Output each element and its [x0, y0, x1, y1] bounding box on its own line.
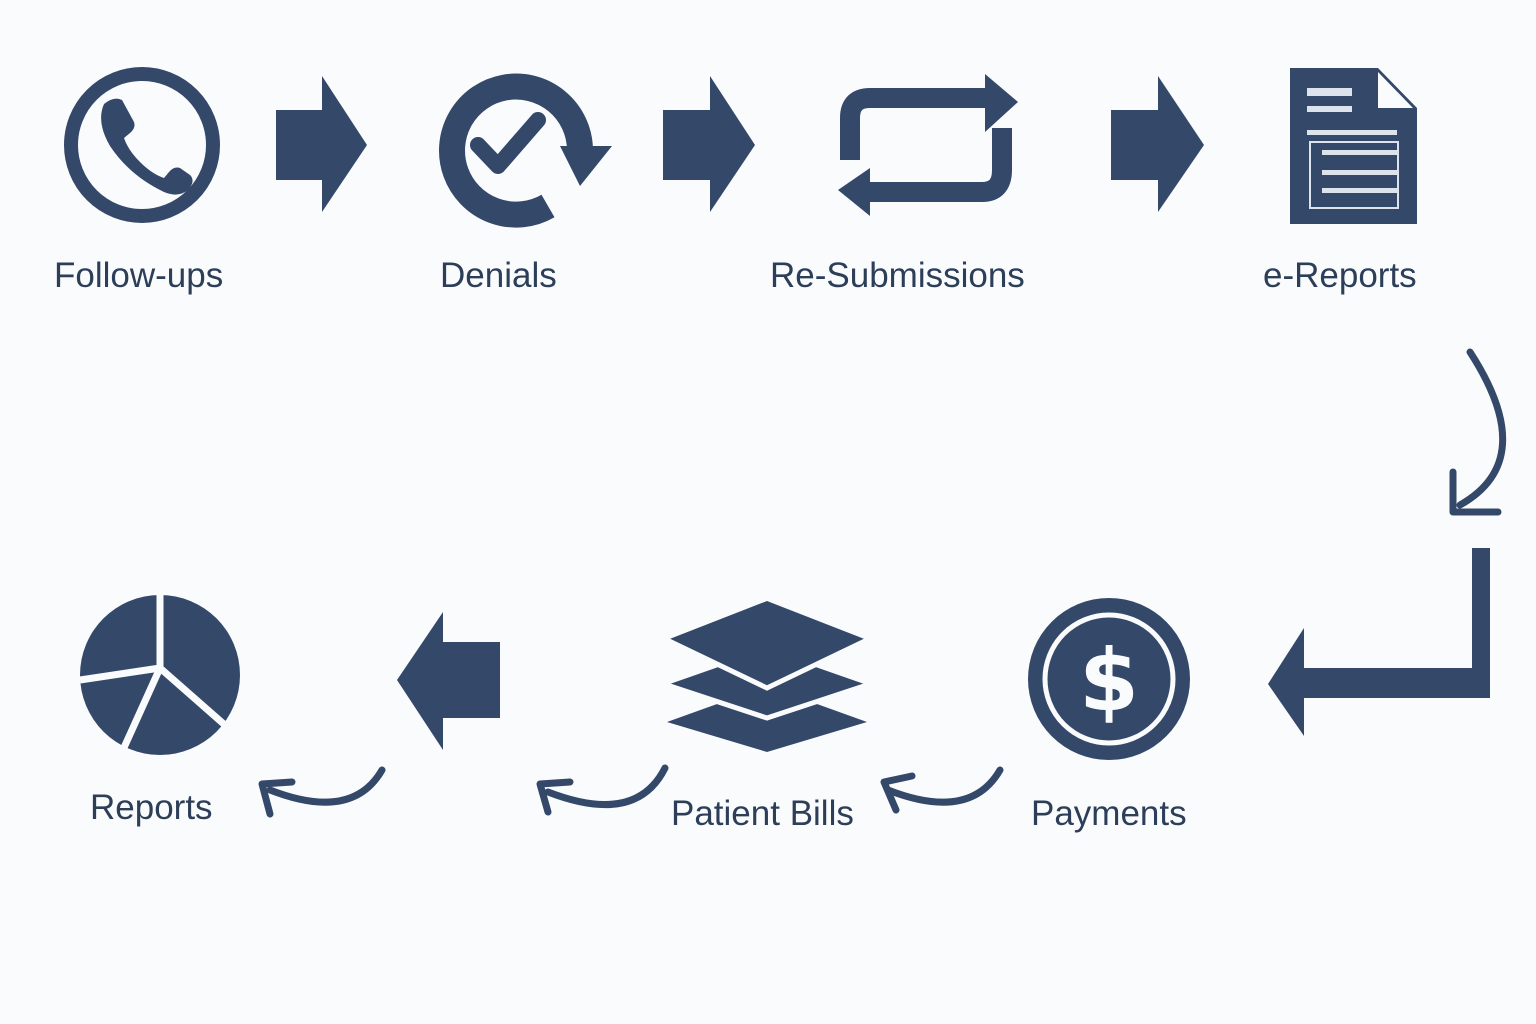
- repeat-icon: [838, 74, 1018, 216]
- return-arrow-icon: [1268, 548, 1490, 736]
- step-label-follow-ups: Follow-ups: [54, 256, 224, 295]
- step-label-payments: Payments: [1031, 794, 1187, 833]
- curved-left-arrow-icon: [880, 766, 1004, 814]
- curved-left-arrow-icon: [258, 766, 386, 818]
- layers-icon: [665, 601, 869, 752]
- step-label-e-reports: e-Reports: [1263, 256, 1417, 295]
- right-arrow-icon: [276, 76, 367, 212]
- check-cycle-icon: [439, 73, 612, 228]
- document-icon: [1290, 68, 1417, 224]
- step-label-denials: Denials: [440, 256, 557, 295]
- curved-left-arrow-icon: [536, 764, 669, 816]
- svg-text:$: $: [1079, 631, 1139, 731]
- right-arrow-icon: [1111, 76, 1204, 212]
- right-arrow-icon: [663, 76, 755, 212]
- dollar-coin-icon: $: [1028, 598, 1190, 760]
- pie-chart-icon: [79, 595, 240, 755]
- curved-down-arrow-icon: [1449, 348, 1507, 516]
- step-label-reports: Reports: [90, 788, 213, 827]
- left-arrow-icon: [397, 612, 500, 750]
- phone-icon: [64, 67, 220, 223]
- step-label-re-submissions: Re-Submissions: [770, 256, 1025, 295]
- step-label-patient-bills: Patient Bills: [671, 794, 854, 833]
